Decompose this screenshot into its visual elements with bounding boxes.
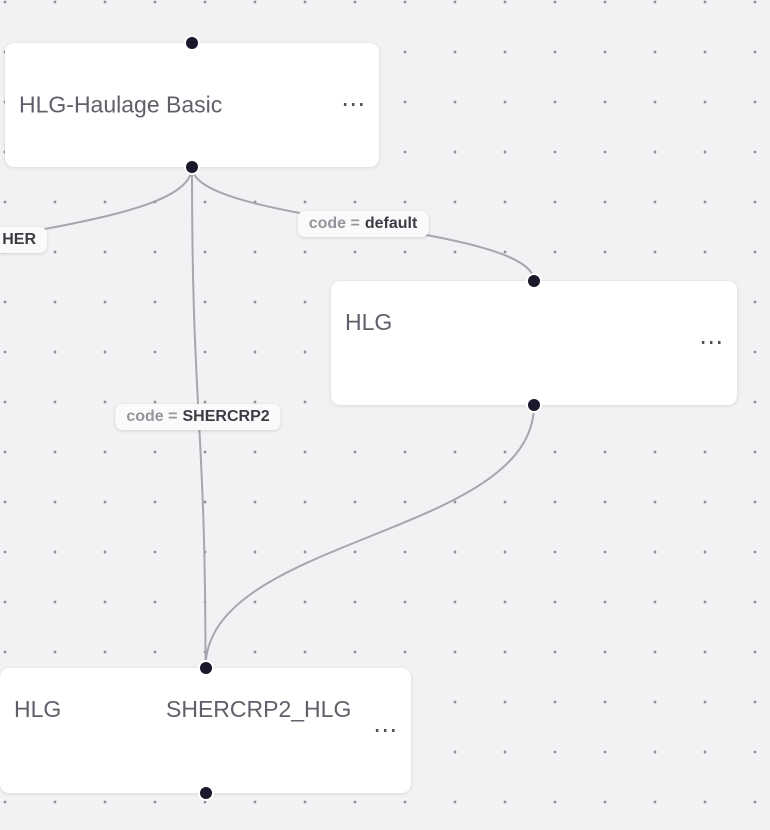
node-title: HLG-Haulage Basic	[19, 91, 223, 118]
edge-label-code-default[interactable]: code = default	[297, 211, 429, 237]
node-type-label: SHERCRP2_HLG	[166, 696, 352, 722]
edge-label-value: SHERCRP2	[182, 408, 270, 425]
node-hlg-haulage-basic[interactable]: HLG-Haulage Basic ⋯	[5, 37, 379, 173]
target-handle[interactable]	[528, 275, 540, 287]
source-handle[interactable]	[528, 399, 540, 411]
target-handle[interactable]	[199, 662, 212, 674]
node-title: HLG	[345, 309, 393, 335]
more-options-icon[interactable]: ⋯	[373, 716, 398, 744]
edge-label-value: default	[364, 215, 418, 232]
source-handle[interactable]	[186, 161, 198, 173]
edge-label-her[interactable]: HER	[0, 227, 47, 253]
more-options-icon[interactable]: ⋯	[341, 91, 366, 118]
target-handle[interactable]	[186, 37, 198, 49]
more-options-icon[interactable]: ⋯	[699, 329, 724, 356]
node-title: HLG	[14, 696, 62, 722]
edge-label-code-shercrp2[interactable]: code = SHERCRP2	[115, 404, 281, 430]
edge-label-value: HER	[2, 231, 36, 248]
edge-label-prefix: code =	[126, 408, 178, 425]
edge-label-prefix: code =	[308, 215, 360, 232]
edge-haulage-to-offscreen[interactable]	[0, 166, 193, 248]
source-handle[interactable]	[199, 787, 212, 799]
node-shercrp2-hlg[interactable]: HLG SHERCRP2_HLG ⋯	[0, 662, 411, 799]
node-hlg[interactable]: HLG ⋯	[331, 275, 737, 411]
edge-hlg-to-shercrp2hlg[interactable]	[204, 404, 535, 669]
